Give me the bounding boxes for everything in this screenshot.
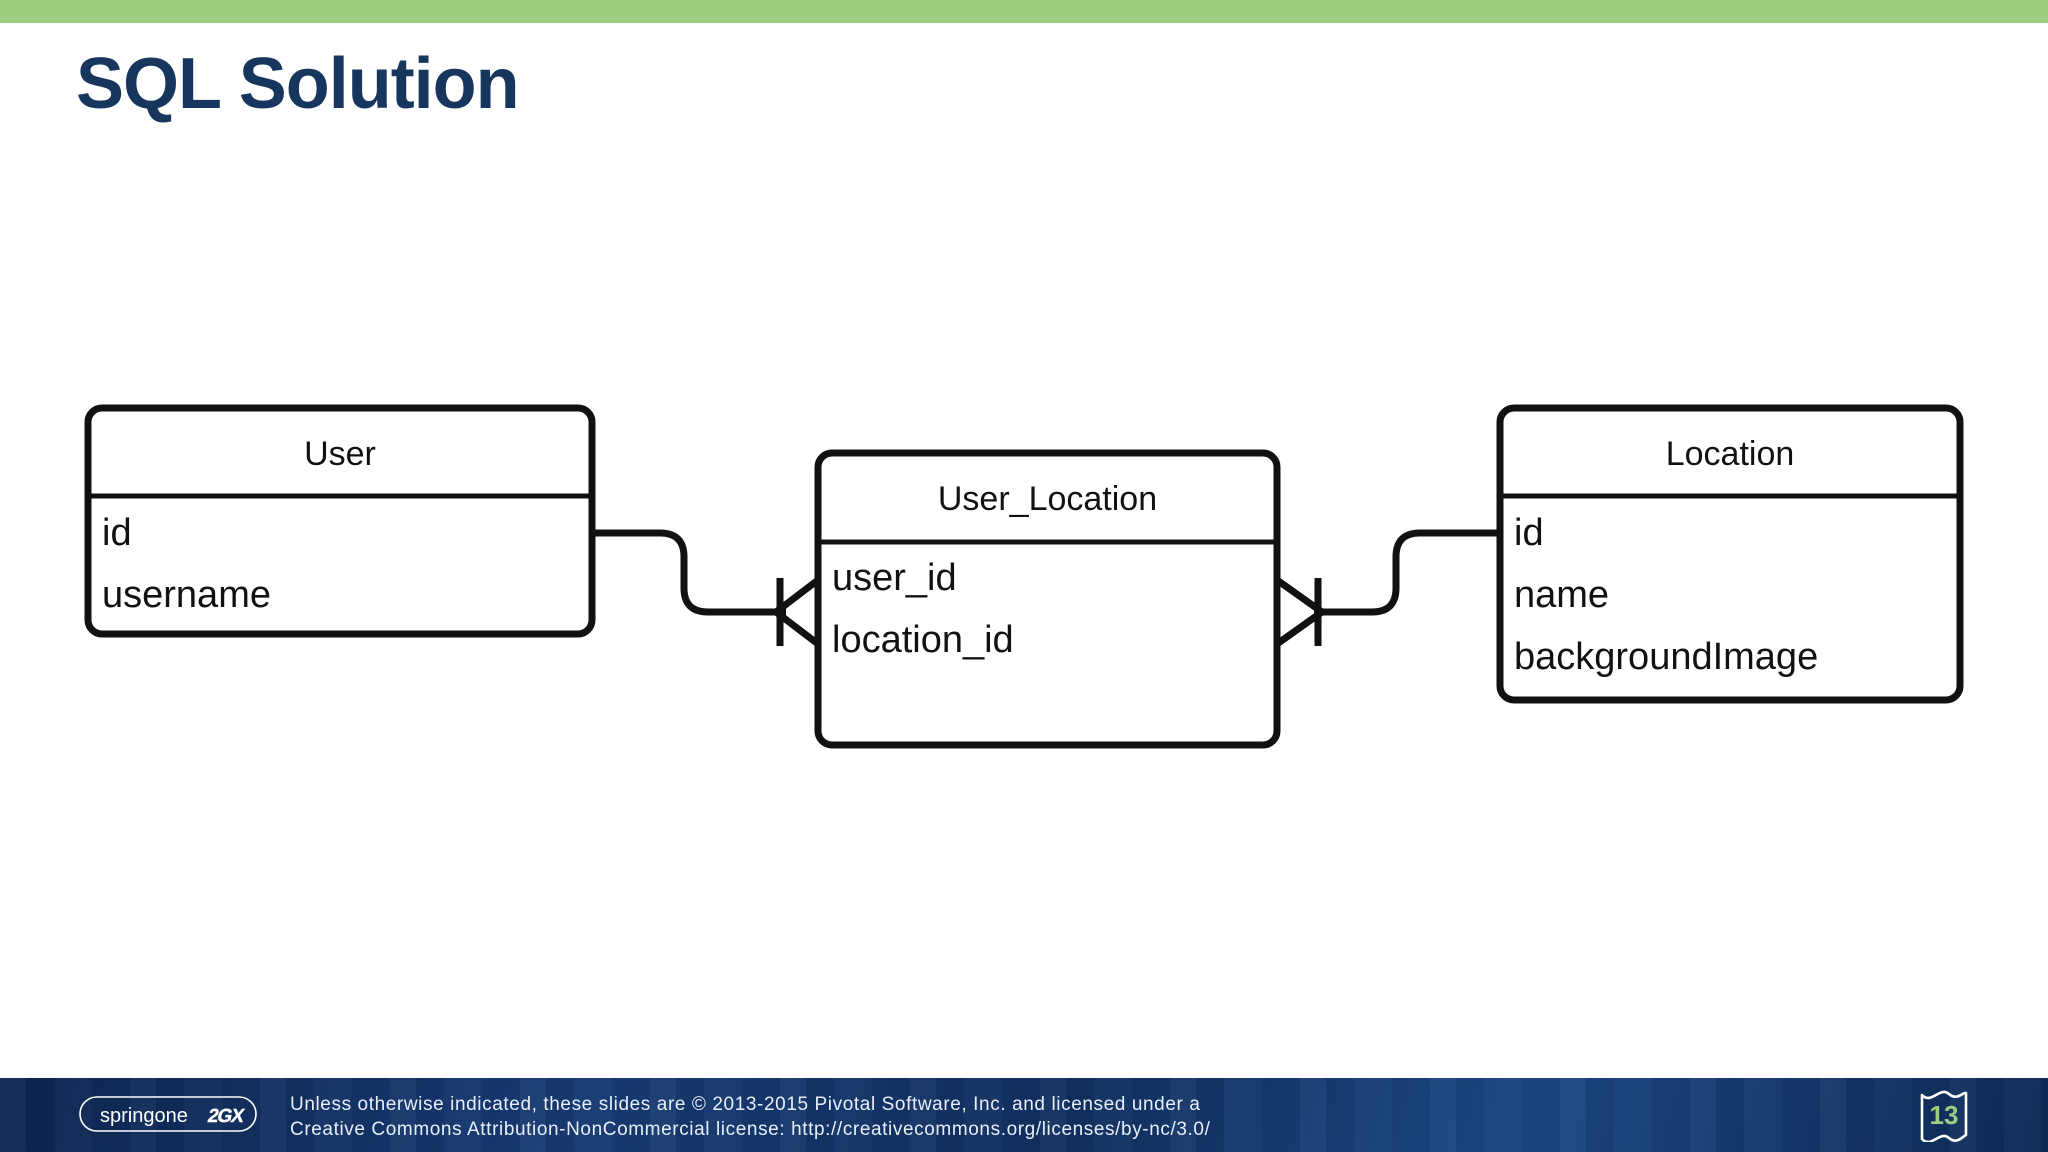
entity-user-location-title: User_Location: [937, 480, 1158, 518]
banner-flag-shape: [1920, 1090, 1968, 1142]
er-diagram: User id username User_Location user_id l…: [84, 404, 1964, 749]
crowsfoot-left: [770, 577, 821, 647]
springone-logo: springone 2GX: [79, 1096, 257, 1132]
entity-user-location[interactable]: User_Location user_id location_id: [818, 453, 1277, 745]
page-number-banner-icon: [1920, 1090, 1968, 1142]
crowsfoot-right: [1274, 577, 1329, 647]
entity-box-location: [1496, 404, 1964, 704]
connector-user-location-to-location: [1314, 529, 1500, 616]
logo-2gx-mark: 2GX: [206, 1106, 247, 1127]
entity-location-attr-name: name: [1514, 574, 1610, 616]
footer-license-line-2: Creative Commons Attribution-NonCommerci…: [290, 1119, 1211, 1140]
top-accent-bar: [0, 0, 2048, 23]
entity-user-location-attr-location-id: location_id: [832, 619, 1014, 661]
entity-user[interactable]: User id username: [88, 408, 592, 634]
page-title: SQL Solution: [76, 44, 520, 124]
entity-user-attr-id: id: [102, 512, 132, 554]
footer-license-line-1: Unless otherwise indicated, these slides…: [290, 1094, 1201, 1115]
logo-pill-outline: [79, 1096, 257, 1132]
er-diagram-canvas: [84, 404, 1964, 749]
entity-location-attr-background-image: backgroundImage: [1514, 636, 1819, 678]
entity-location-title: Location: [1665, 435, 1795, 473]
logo-wordmark: springone: [100, 1105, 188, 1127]
svg-text:2GX: 2GX: [206, 1106, 247, 1127]
entity-location-attr-id: id: [1514, 512, 1544, 554]
entity-box-user-location: [814, 449, 1281, 749]
entity-box-user: [84, 404, 596, 638]
page-number: 13: [1929, 1099, 1959, 1130]
entity-location[interactable]: Location id name backgroundImage: [1500, 408, 1960, 700]
footer-bar: [0, 1078, 2048, 1152]
entity-user-title: User: [304, 435, 376, 473]
entity-user-location-attr-user-id: user_id: [832, 557, 957, 599]
footer-license-text: Unless otherwise indicated, these slides…: [290, 1092, 1210, 1142]
entity-user-attr-username: username: [102, 574, 271, 616]
connector-user-to-user-location: [592, 529, 786, 616]
